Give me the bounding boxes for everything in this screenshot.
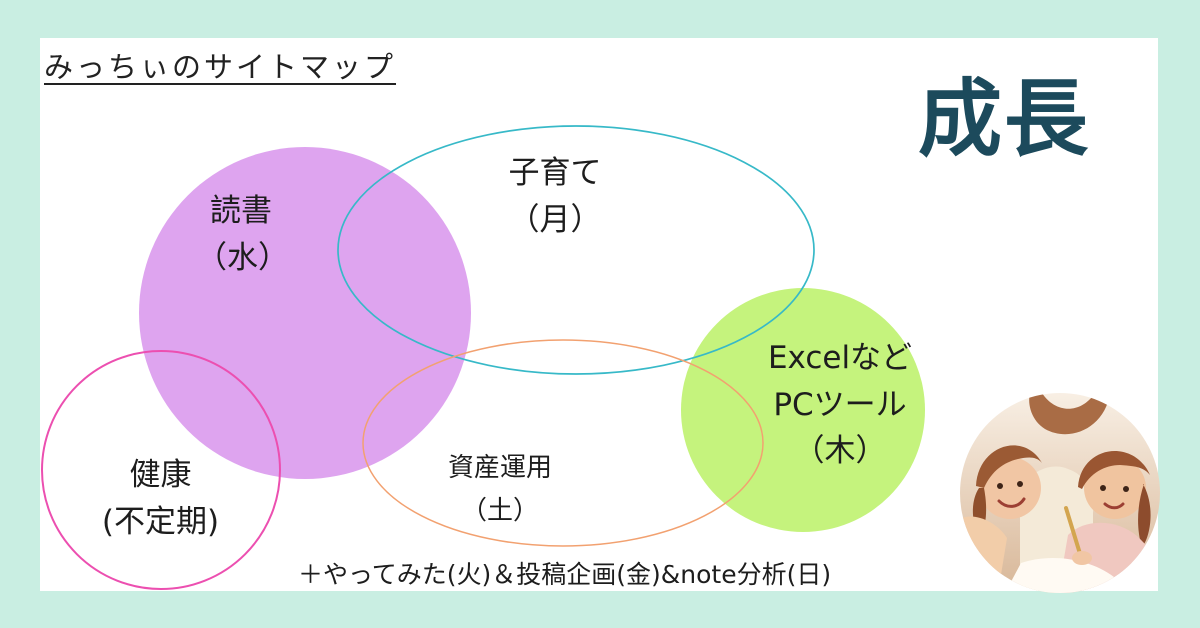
main-title: 成長	[918, 70, 1091, 168]
excel-label[interactable]: Excelなど PCツール （木）	[760, 335, 920, 475]
health-day: (不定期)	[101, 503, 220, 540]
reading-name: 読書	[210, 193, 272, 229]
investment-label[interactable]: 資産運用 （土）	[430, 447, 570, 533]
health-label[interactable]: 健康 (不定期)	[88, 452, 233, 545]
excel-name-2: PCツール	[773, 386, 907, 423]
investment-day: （土）	[460, 495, 539, 526]
parenting-day: （月）	[508, 201, 602, 238]
investment-ellipse[interactable]	[362, 339, 764, 547]
excel-day: （木）	[793, 433, 887, 469]
family-reading-illustration-icon	[960, 393, 1160, 593]
reading-day: （水）	[196, 239, 289, 276]
excel-circle[interactable]	[681, 288, 925, 532]
parenting-ellipse[interactable]	[337, 125, 815, 375]
health-name: 健康	[129, 457, 192, 493]
reading-label[interactable]: 読書 （水）	[196, 188, 289, 281]
site-title[interactable]: みっちぃのサイトマップ	[44, 50, 397, 84]
parenting-name: 子育て	[508, 155, 602, 191]
investment-name: 資産運用	[447, 453, 552, 483]
health-circle[interactable]	[41, 350, 281, 590]
footer-note[interactable]: ＋やってみた(火)＆投稿企画(金)&note分析(日)	[298, 560, 832, 589]
reading-circle[interactable]	[139, 147, 471, 479]
excel-name: Excelなど	[767, 340, 913, 376]
parenting-label[interactable]: 子育て （月）	[490, 150, 620, 243]
